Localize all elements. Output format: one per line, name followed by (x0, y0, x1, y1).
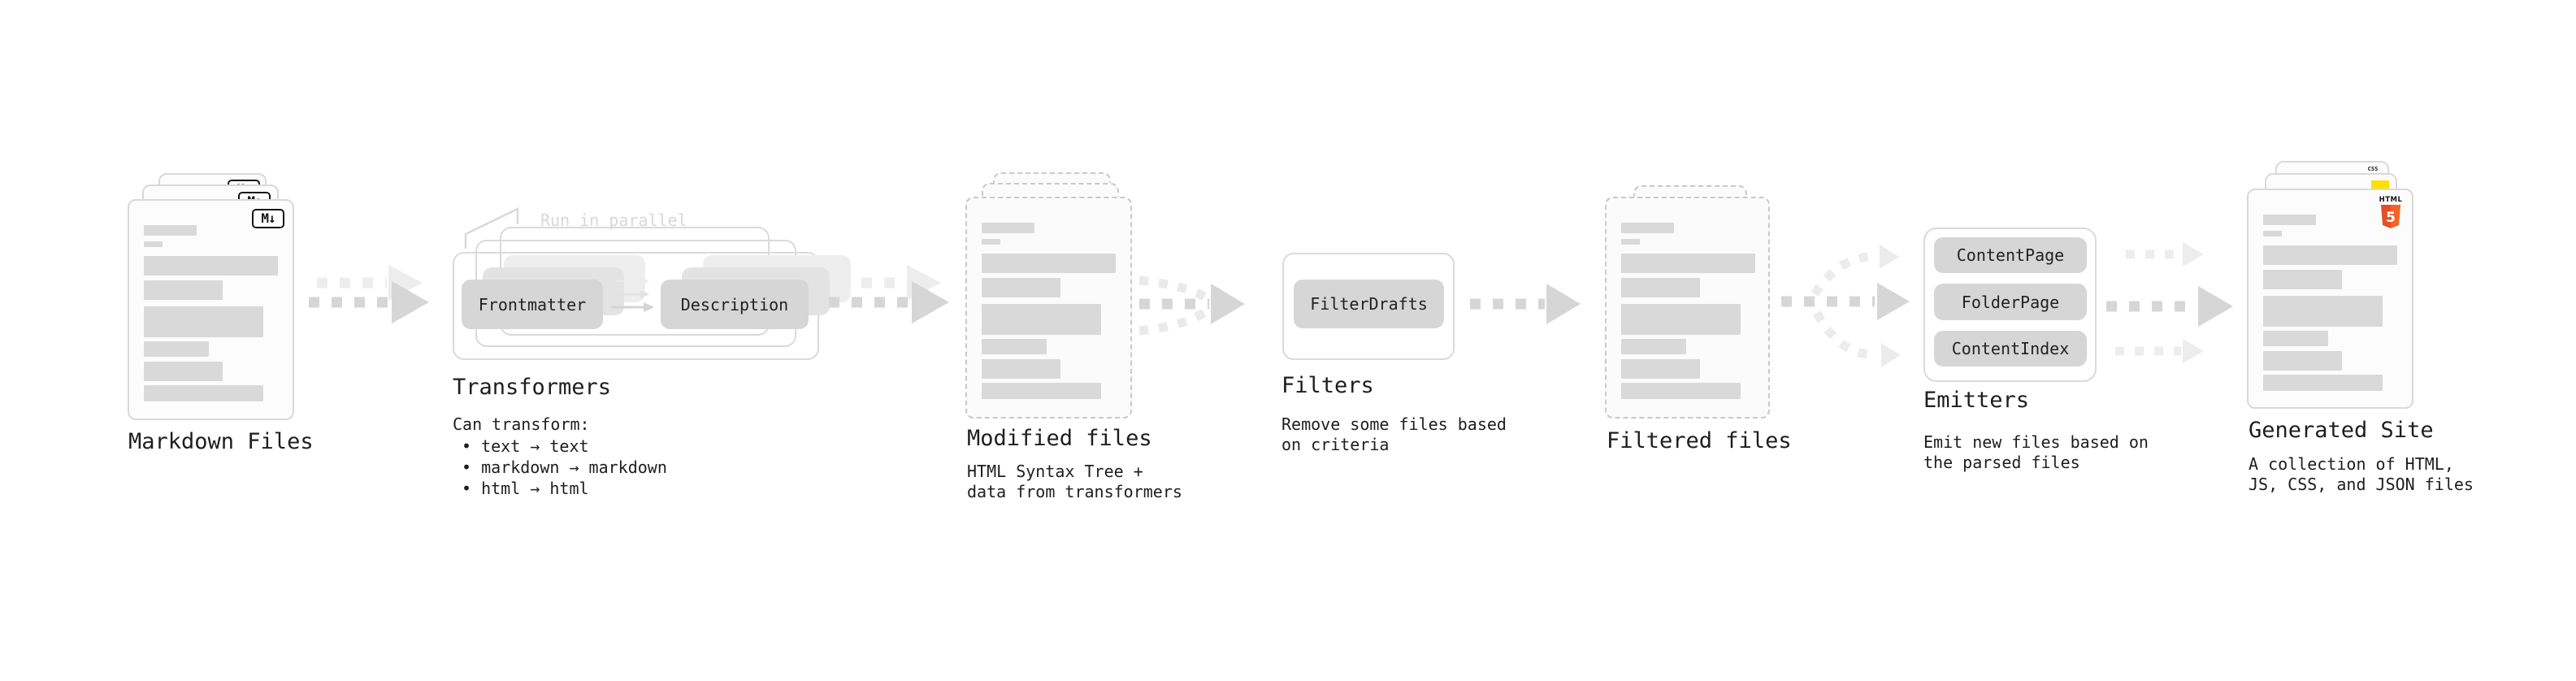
markdown-file-card-front: M↓ (128, 199, 294, 420)
stage-title-generated: Generated Site (2249, 418, 2434, 443)
skeleton-bar (1621, 278, 1700, 297)
skeleton-bar (2263, 270, 2342, 289)
arrow-transformers-to-modified (829, 265, 949, 323)
arrow-markdown-to-transformers (309, 265, 429, 323)
stage-title-filters: Filters (1281, 373, 1374, 398)
note-leader-line (464, 207, 519, 249)
skeleton-bar (1621, 383, 1741, 399)
skeleton-bar (982, 383, 1101, 399)
skeleton-bar (1621, 304, 1741, 335)
contentpage-pill: ContentPage (1934, 237, 2087, 273)
skeleton-bar (1621, 239, 1640, 245)
skeleton-bar (2263, 231, 2282, 236)
arrow-emitters-to-generated (2106, 242, 2233, 363)
skeleton-bar (2263, 245, 2397, 265)
skeleton-bar (1621, 339, 1686, 354)
folderpage-pill: FolderPage (1934, 284, 2087, 320)
stage-title-modified: Modified files (967, 426, 1152, 451)
skeleton-bar (982, 304, 1101, 335)
skeleton-bar (1621, 223, 1674, 233)
skeleton-bar (982, 239, 1000, 245)
svg-text:HTML: HTML (2379, 196, 2403, 204)
filterdrafts-pill: FilterDrafts (1294, 280, 1444, 328)
svg-text:5: 5 (2386, 210, 2396, 226)
description-pill: Description (661, 280, 809, 329)
skeleton-bar (982, 278, 1060, 297)
skeleton-bar (1621, 254, 1755, 273)
filters-desc-line1: Remove some files based (1281, 414, 1507, 434)
skeleton-bar (982, 254, 1116, 273)
stage-title-transformers: Transformers (453, 375, 612, 400)
skeleton-bar (982, 339, 1047, 354)
modified-file-card-front (965, 197, 1132, 419)
transform-flow-arrows (611, 277, 654, 312)
generated-file-card-html: HTML 5 (2247, 189, 2413, 409)
filtered-file-card-front (1605, 197, 1770, 419)
skeleton-bar (144, 385, 263, 401)
skeleton-bar (144, 306, 263, 337)
skeleton-bar (2263, 215, 2316, 225)
frontmatter-pill: Frontmatter (462, 280, 603, 329)
skeleton-bar (2263, 375, 2383, 391)
skeleton-bar (1621, 359, 1700, 379)
arrow-filtered-to-emitters (1781, 245, 1910, 367)
skeleton-bar (144, 256, 278, 275)
generated-desc-line1: A collection of HTML, (2249, 454, 2454, 474)
skeleton-bar (144, 362, 223, 381)
transformers-bullet: • html → html (462, 479, 589, 498)
modified-desc-line1: HTML Syntax Tree + (967, 462, 1143, 481)
contentindex-pill: ContentIndex (1934, 331, 2087, 367)
stage-title-markdown: Markdown Files (128, 429, 314, 454)
markdown-icon: M↓ (252, 209, 284, 228)
skeleton-bar (144, 280, 223, 300)
generated-desc-line2: JS, CSS, and JSON files (2249, 475, 2474, 494)
filters-desc-line2: on criteria (1281, 435, 1390, 454)
skeleton-bar (982, 223, 1034, 233)
transformers-bullet: • markdown → markdown (462, 458, 667, 477)
skeleton-bar (144, 225, 197, 236)
skeleton-bar (982, 359, 1060, 379)
emitters-desc-line1: Emit new files based on (1923, 432, 2149, 452)
skeleton-bar (2263, 351, 2342, 371)
js-icon (2371, 180, 2389, 189)
modified-desc-line2: data from transformers (967, 482, 1182, 501)
stage-title-emitters: Emitters (1923, 388, 2030, 413)
html5-icon: HTML 5 (2379, 196, 2403, 228)
skeleton-bar (144, 341, 209, 357)
transformers-bullet: • text → text (462, 436, 589, 456)
arrow-filters-to-filtered (1470, 284, 1581, 324)
emitters-desc-line2: the parsed files (1923, 453, 2080, 472)
stage-title-filtered: Filtered files (1607, 428, 1792, 453)
arrow-modified-to-filters (1138, 275, 1245, 336)
skeleton-bar (2263, 331, 2328, 346)
skeleton-bar (144, 241, 163, 247)
transformers-desc: Can transform: (453, 414, 590, 434)
skeleton-bar (2263, 296, 2383, 327)
